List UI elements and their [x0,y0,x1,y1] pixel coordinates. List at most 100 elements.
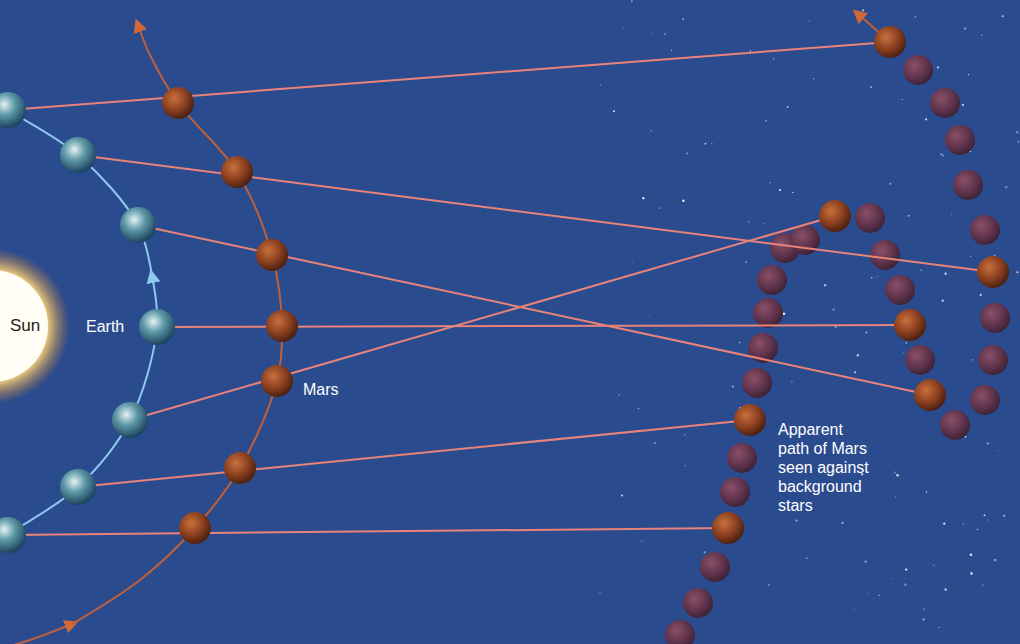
mars-image [905,345,935,375]
star [842,522,844,524]
star [970,572,972,574]
star [876,275,878,277]
star [864,560,866,562]
mars-image [870,240,900,270]
mars [977,256,1009,288]
star [994,559,997,562]
star [940,153,942,155]
star [682,18,684,20]
earth [120,207,156,243]
star [600,84,602,86]
star [866,332,868,334]
star [684,465,685,466]
star [703,551,705,553]
star [770,182,771,183]
star [638,408,640,410]
star [1016,131,1018,133]
star [1005,186,1008,189]
star [732,386,734,388]
star [650,130,652,132]
earth [0,92,26,128]
star [631,0,633,2]
mars-image [727,443,757,473]
star [867,593,869,595]
star [895,496,896,497]
star [1003,515,1005,517]
caption-label: Apparent path of Mars seen against backg… [778,420,878,515]
node-label: Sun [10,316,40,336]
mars [874,26,906,58]
star [1016,271,1018,273]
star [671,50,672,51]
mars-image [970,385,1000,415]
star [686,152,688,154]
mars-image [885,275,915,305]
mars-image [790,225,820,255]
star [745,261,747,263]
apparent-path [665,14,1010,644]
star [613,110,615,112]
planets [0,26,1009,553]
star [795,519,797,521]
mars [712,512,744,544]
star [808,20,810,22]
mars-image [753,298,783,328]
mars-label: Mars [303,380,339,399]
star [926,491,928,493]
star [915,16,916,17]
sight-line [8,42,890,110]
star [977,529,978,530]
mars-image [953,170,983,200]
star [765,120,767,122]
star [982,584,983,585]
star [896,474,899,477]
star [968,74,969,75]
star [970,553,973,556]
star [944,588,946,590]
star [951,213,952,214]
star [906,342,907,343]
sight-lines [8,42,993,535]
star [806,557,808,559]
star [763,223,765,225]
mars-image [855,203,885,233]
star [997,450,998,451]
star [1000,35,1002,37]
star [1002,15,1004,17]
sun-disk [0,270,48,382]
star [923,608,925,610]
star [783,312,786,315]
star [618,394,619,395]
mars [179,512,211,544]
mars-image [930,88,960,118]
star [633,69,635,71]
star [857,354,859,356]
star [621,494,623,496]
star [894,472,896,474]
star [622,28,624,30]
mars-image [903,55,933,85]
star [768,584,770,586]
sight-line [78,155,993,272]
star [1017,141,1019,143]
star [942,300,944,302]
star [890,578,891,579]
star [902,99,903,100]
mars-image [945,125,975,155]
star [682,199,685,202]
star [649,314,651,316]
star [659,207,661,209]
mars [224,452,256,484]
mars-image [978,345,1008,375]
star [972,359,973,360]
star [963,523,964,524]
star [854,608,855,609]
star [748,221,749,222]
star [964,28,966,30]
star [908,215,910,217]
star [773,58,774,59]
sight-line [8,528,728,535]
mars [734,404,766,436]
mars-image [683,588,713,618]
star [664,33,666,35]
